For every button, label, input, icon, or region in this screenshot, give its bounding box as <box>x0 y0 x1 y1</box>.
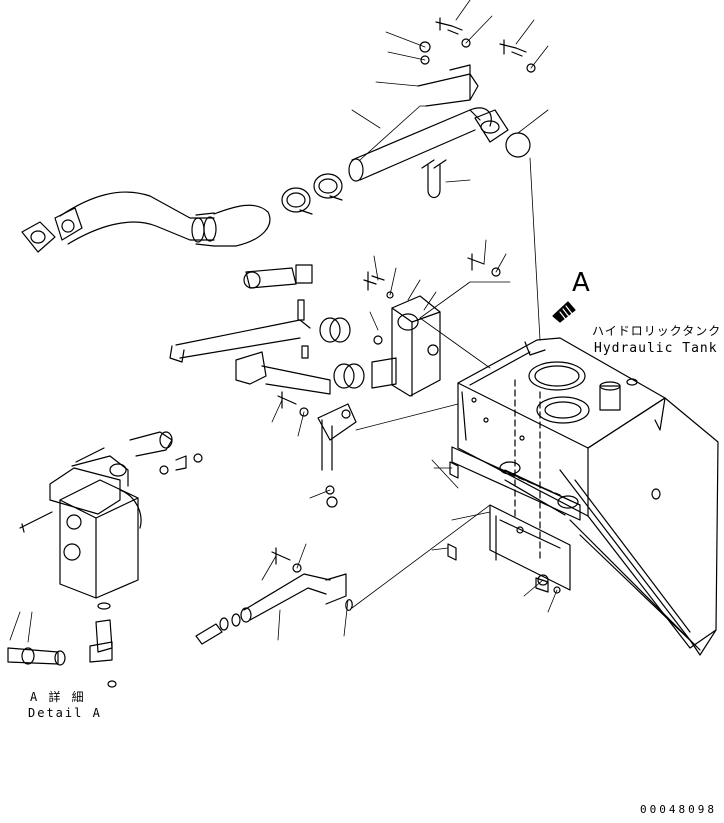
detail-a-valve <box>7 431 203 688</box>
tank-label-japanese: ハイドロリックタンク <box>592 324 722 338</box>
hidden-lines <box>499 379 561 561</box>
hydraulic-tank <box>451 337 719 656</box>
detail-label-english: Detail A <box>28 706 102 720</box>
tank-bolts <box>447 461 549 593</box>
valve-assembly <box>169 253 501 508</box>
detail-label-japanese: A 詳 細 <box>30 690 86 704</box>
drain-pipe <box>195 547 353 645</box>
view-arrow <box>552 301 576 323</box>
drawing-number: 00048098 <box>640 803 717 816</box>
suction-pipe <box>21 191 271 253</box>
detail-marker-a: A <box>572 268 590 298</box>
tank-label-english: Hydraulic Tank <box>594 341 718 356</box>
leader-lines <box>9 0 558 643</box>
